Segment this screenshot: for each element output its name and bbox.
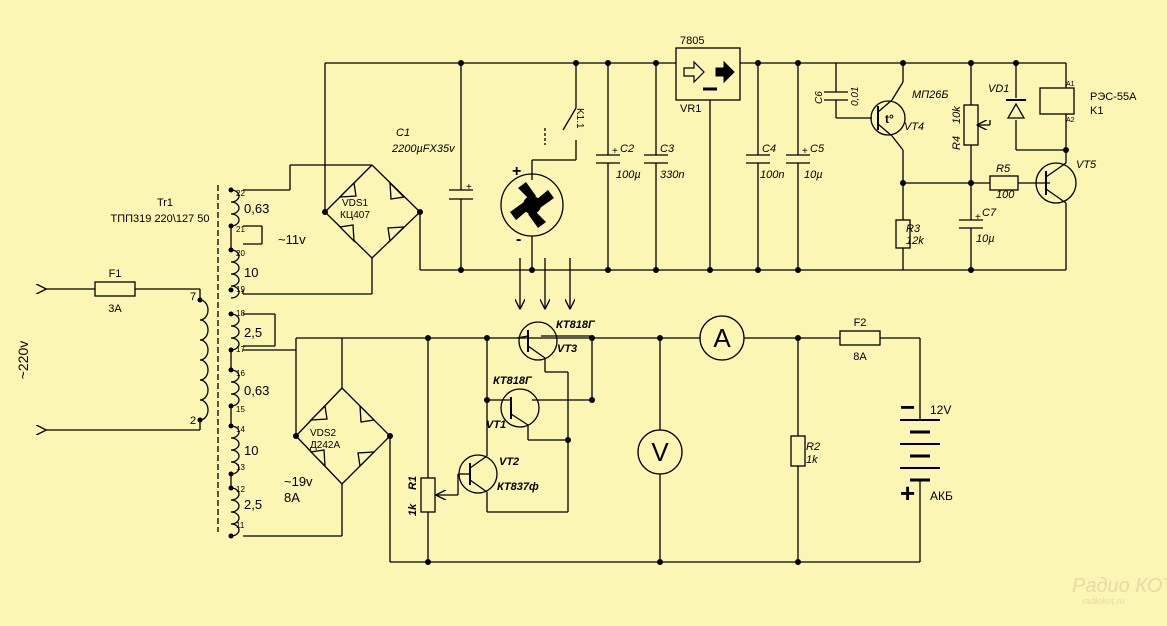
ammeter-symbol: A xyxy=(713,323,731,353)
vt1-ref: VT1 xyxy=(486,419,506,431)
svg-text:15: 15 xyxy=(236,405,245,414)
watermark-title: Радио КОТ xyxy=(1072,575,1167,597)
svg-text:20: 20 xyxy=(236,249,245,258)
svg-text:22: 22 xyxy=(236,189,245,198)
transformer-ref: Tr1 xyxy=(157,197,173,209)
watermark-url: radiokot.ru xyxy=(1082,596,1125,606)
bridge-vds2 xyxy=(295,387,391,485)
primary-pin-2: 2 xyxy=(190,415,196,427)
c6-value: 0,01 xyxy=(850,87,861,106)
svg-text:13: 13 xyxy=(236,463,245,472)
vd1-ref: VD1 xyxy=(988,83,1009,95)
regulator-arrows xyxy=(683,60,735,91)
vt4-ref: VT4 xyxy=(904,121,924,133)
vt2-part: КТ837ф xyxy=(497,481,539,493)
transformer-type: ТПП319 220\127 50 xyxy=(111,213,210,225)
high-secondary-voltage: ~19v xyxy=(284,474,313,489)
c6-ref: C6 xyxy=(814,91,825,104)
svg-text:12: 12 xyxy=(236,485,245,494)
r5-ref: R5 xyxy=(996,163,1011,175)
fan-minus: - xyxy=(516,231,521,248)
c1-plus: + xyxy=(466,182,472,193)
voltmeter-symbol: V xyxy=(651,437,669,467)
relay-part: РЭС-55А xyxy=(1090,91,1137,103)
r2-ref: R2 xyxy=(806,441,820,453)
relay-pin-a1: А1 xyxy=(1066,81,1075,88)
vds2-ref: VDS2 xyxy=(310,428,337,439)
c7-plus: + xyxy=(975,212,981,223)
c2-plus: + xyxy=(612,146,618,157)
c1-value: 2200µFX35v xyxy=(391,143,456,155)
vds2-part: Д242А xyxy=(310,440,340,451)
battery-label: АКБ xyxy=(930,489,953,503)
c3-value: 330n xyxy=(660,169,684,181)
low-secondary-voltage: ~11v xyxy=(278,232,306,247)
c4-ref: C4 xyxy=(762,143,776,155)
battery-minus: − xyxy=(900,392,915,422)
c2-value: 100µ xyxy=(616,169,641,181)
svg-text:17: 17 xyxy=(236,345,245,354)
vt4-thermal-mark: t° xyxy=(885,112,894,126)
c5-value: 10µ xyxy=(804,169,823,181)
junctions xyxy=(197,60,1069,565)
c7-value: 10µ xyxy=(976,233,995,245)
r2-value: 1k xyxy=(806,454,818,466)
vd1-diode xyxy=(1006,99,1026,119)
vt3-part: КТ818Г xyxy=(556,319,596,331)
relay-pin-a2: А2 xyxy=(1066,117,1075,124)
svg-text:19: 19 xyxy=(236,285,245,294)
svg-text:0,63: 0,63 xyxy=(244,383,269,398)
r4-value: 10k xyxy=(951,106,963,124)
c5-ref: C5 xyxy=(810,143,825,155)
r5-value: 100 xyxy=(996,189,1015,201)
winding-voltages: 0,63 10 2,5 0,63 10 2,5 xyxy=(244,201,269,512)
f2-rating: 8A xyxy=(853,351,867,363)
r3-ref: R3 xyxy=(906,223,921,235)
svg-text:2,5: 2,5 xyxy=(244,497,262,512)
vr1-part: 7805 xyxy=(680,35,704,47)
svg-text:10: 10 xyxy=(244,443,258,458)
svg-text:16: 16 xyxy=(236,369,245,378)
vt3-ref: VT3 xyxy=(557,343,577,355)
fan-plus: + xyxy=(512,163,521,180)
svg-text:10: 10 xyxy=(244,265,258,280)
svg-text:21: 21 xyxy=(236,225,245,234)
c1-ref: C1 xyxy=(396,127,410,139)
c4-value: 100n xyxy=(760,169,784,181)
c2-ref: C2 xyxy=(620,143,634,155)
mains-voltage: ~220v xyxy=(15,341,31,380)
vr1-ref: VR1 xyxy=(680,103,701,115)
c5-plus: + xyxy=(802,146,808,157)
vds1-part: КЦ407 xyxy=(340,210,370,221)
vds1-ref: VDS1 xyxy=(342,198,369,209)
f1-rating: 3A xyxy=(108,303,122,315)
k1-contact-ref: K1.1 xyxy=(574,108,585,129)
fan-blades xyxy=(510,182,554,228)
c7-ref: C7 xyxy=(982,207,997,219)
battery-plus: + xyxy=(900,478,915,508)
c3-ref: C3 xyxy=(660,143,675,155)
relay-ref: K1 xyxy=(1090,105,1103,117)
battery-voltage: 12V xyxy=(930,403,951,417)
f2-ref: F2 xyxy=(854,317,867,329)
transformer-pins: 22 21 20 19 18 17 16 15 14 13 12 11 xyxy=(236,189,245,530)
high-secondary-current: 8A xyxy=(284,490,300,505)
vt4-part: МП26Б xyxy=(912,89,949,101)
svg-text:11: 11 xyxy=(236,521,245,530)
svg-text:0,63: 0,63 xyxy=(244,201,269,216)
vt2-ref: VT2 xyxy=(499,456,519,468)
r4-ref: R4 xyxy=(951,136,963,150)
r3-value: 12k xyxy=(906,235,924,247)
vt1-part: КТ818Г xyxy=(493,375,533,387)
r1-ref: R1 xyxy=(407,476,419,490)
svg-text:18: 18 xyxy=(236,309,245,318)
r1-value: 1k xyxy=(407,503,419,516)
svg-text:14: 14 xyxy=(236,425,245,434)
vt5-ref: VT5 xyxy=(1076,159,1097,171)
f1-ref: F1 xyxy=(109,268,122,280)
svg-text:2,5: 2,5 xyxy=(244,325,262,340)
primary-pin-7: 7 xyxy=(190,291,196,303)
bridge-vds1 xyxy=(324,164,421,259)
